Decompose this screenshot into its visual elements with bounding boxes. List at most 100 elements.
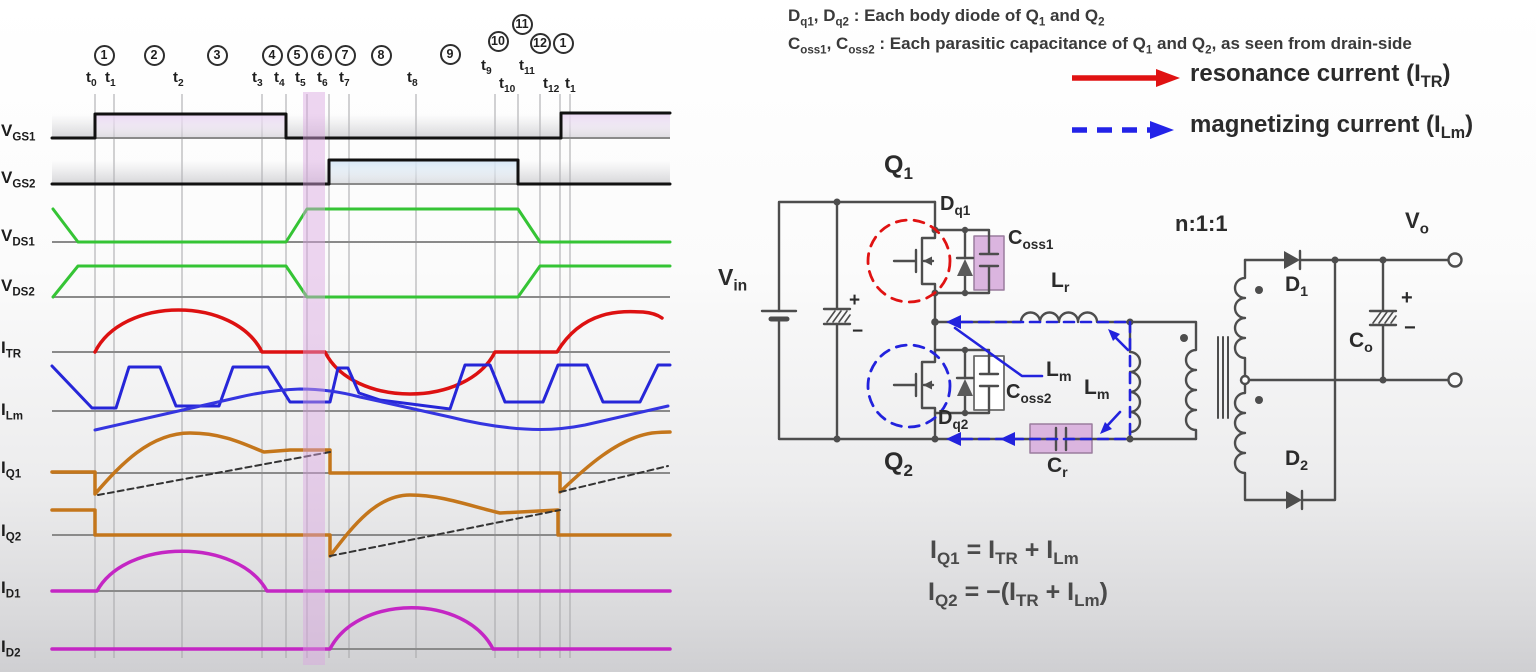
time-label: t8 [407, 69, 418, 89]
waveform-I_Lm_avg [93, 387, 670, 432]
phase-circle-10: 10 [487, 30, 509, 52]
row-label: VDS2 [1, 276, 35, 299]
waveform-I_Q2 [50, 493, 672, 558]
waveform-V_DS1 [51, 207, 672, 244]
circuit-label: + [1401, 287, 1413, 309]
time-label: t1 [105, 69, 116, 89]
dq1-diode-triangle [957, 259, 973, 276]
legend-arrows [1072, 69, 1180, 139]
time-label: t11 [519, 57, 535, 77]
time-label: t2 [173, 69, 184, 89]
waveform-I_Q1 [50, 430, 672, 496]
waveform-I_TR [93, 308, 664, 396]
time-label: t3 [252, 69, 263, 89]
d1-diode-triangle [1284, 251, 1300, 269]
circuit-label: Cr [1047, 454, 1068, 482]
phase-circle-1: 1 [552, 32, 574, 54]
waveform-I_Lm_ripple [50, 363, 672, 411]
waveform-V_DS2 [51, 264, 672, 299]
circuit-label: Vo [1405, 208, 1429, 238]
time-gridlines [94, 94, 571, 658]
secondary-winding-upper [1233, 258, 1247, 378]
circuit-label: − [852, 321, 864, 342]
row-label: VGS2 [1, 168, 36, 191]
q2-magnetizing-path-circle [866, 343, 952, 429]
input-cap-plates [822, 307, 852, 326]
phase-circle-6: 6 [310, 44, 332, 66]
lr-inductor [933, 311, 1132, 324]
circuit-label: Dq2 [938, 407, 969, 432]
llc-circuit-schematic [760, 198, 1463, 511]
circuit-label: Dq1 [940, 193, 971, 218]
time-label: t0 [86, 69, 97, 89]
row-label: ID2 [1, 637, 21, 660]
phase-circle-1: 1 [93, 44, 115, 66]
resonance-current-arrowhead [1156, 69, 1180, 87]
secondary-winding-lower [1233, 382, 1288, 502]
phase-circle-12: 12 [529, 32, 551, 54]
phase-circle-7: 7 [334, 44, 356, 66]
co-capacitor [1368, 258, 1398, 382]
pulse-fill [561, 113, 670, 138]
waveform-I_D1 [50, 549, 672, 593]
legend-magnetizing-current-label: magnetizing current (ILm) [1190, 111, 1474, 142]
time-label: t5 [295, 69, 306, 89]
row-label: ID1 [1, 578, 21, 601]
phase-circle-3: 3 [206, 44, 228, 66]
junction-dots [833, 198, 1387, 443]
d2-diode-triangle [1286, 491, 1302, 509]
circuit-label: Lm [1084, 376, 1110, 404]
circuit-label: Co [1349, 329, 1373, 357]
phase-circle-5: 5 [286, 44, 308, 66]
time-label: t7 [339, 69, 350, 89]
time-label: t12 [543, 75, 560, 95]
time-label: t9 [481, 57, 492, 77]
interval-highlight [303, 92, 325, 665]
vo-terminal-bottom [1447, 372, 1463, 388]
pulse-fill [329, 160, 518, 184]
circuit-label: D1 [1285, 273, 1309, 301]
pulse-fill [95, 114, 286, 138]
circuit-label: Lm [1046, 358, 1072, 386]
phase-circle-4: 4 [261, 44, 283, 66]
waveform-I_D2 [50, 606, 672, 651]
row-label: IQ1 [1, 458, 22, 481]
equation-iq2: IQ2 = −(ITR + ILm) [928, 578, 1108, 610]
row-label: VDS1 [1, 226, 35, 249]
time-label: t4 [274, 69, 285, 89]
note-parasitic-caps: Coss1, Coss2 : Each parasitic capacitanc… [788, 34, 1412, 57]
circuit-label: n:1:1 [1175, 211, 1228, 236]
phase-circle-8: 8 [370, 44, 392, 66]
waveform-V_GS2 [50, 158, 672, 186]
q1-body-arrow [923, 256, 932, 266]
waveform-Lm_ramp_dash_2 [329, 509, 561, 557]
waveform-V_GS1 [50, 111, 672, 140]
circuit-label: Coss1 [1008, 227, 1054, 252]
row-label: VGS1 [1, 121, 36, 144]
circuit-label: Q1 [884, 151, 913, 183]
waveform-Lm_ramp_dash_1 [97, 451, 331, 496]
equation-iq1: IQ1 = ITR + ILm [930, 536, 1079, 568]
phase-circle-11: 11 [511, 13, 533, 35]
note-body-diodes: Dq1, Dq2 : Each body diode of Q1 and Q2 [788, 6, 1105, 29]
row-label: ITR [1, 338, 22, 361]
primary-winding [1128, 320, 1198, 441]
transformer-core [1217, 336, 1229, 419]
circuit-label: Lr [1051, 269, 1070, 297]
magnetizing-current-arrowhead [1150, 121, 1174, 139]
circuit-label: Q2 [884, 448, 913, 480]
d1-diode-wires [1243, 249, 1451, 271]
q2-body-arrow [923, 380, 932, 390]
lm-inductor [1128, 320, 1142, 441]
vo-terminal-top [1447, 252, 1463, 268]
time-label: t1 [565, 75, 576, 95]
circuit-label: D2 [1285, 447, 1309, 475]
legend-resonance-current-label: resonance current (ITR) [1190, 60, 1451, 91]
circuit-label: Coss2 [1006, 381, 1052, 406]
q2-mosfet-symbol [892, 320, 937, 441]
phase-highlight-band [303, 92, 325, 665]
circuit-label: Vin [718, 264, 748, 295]
phase-circle-9: 9 [439, 43, 461, 65]
